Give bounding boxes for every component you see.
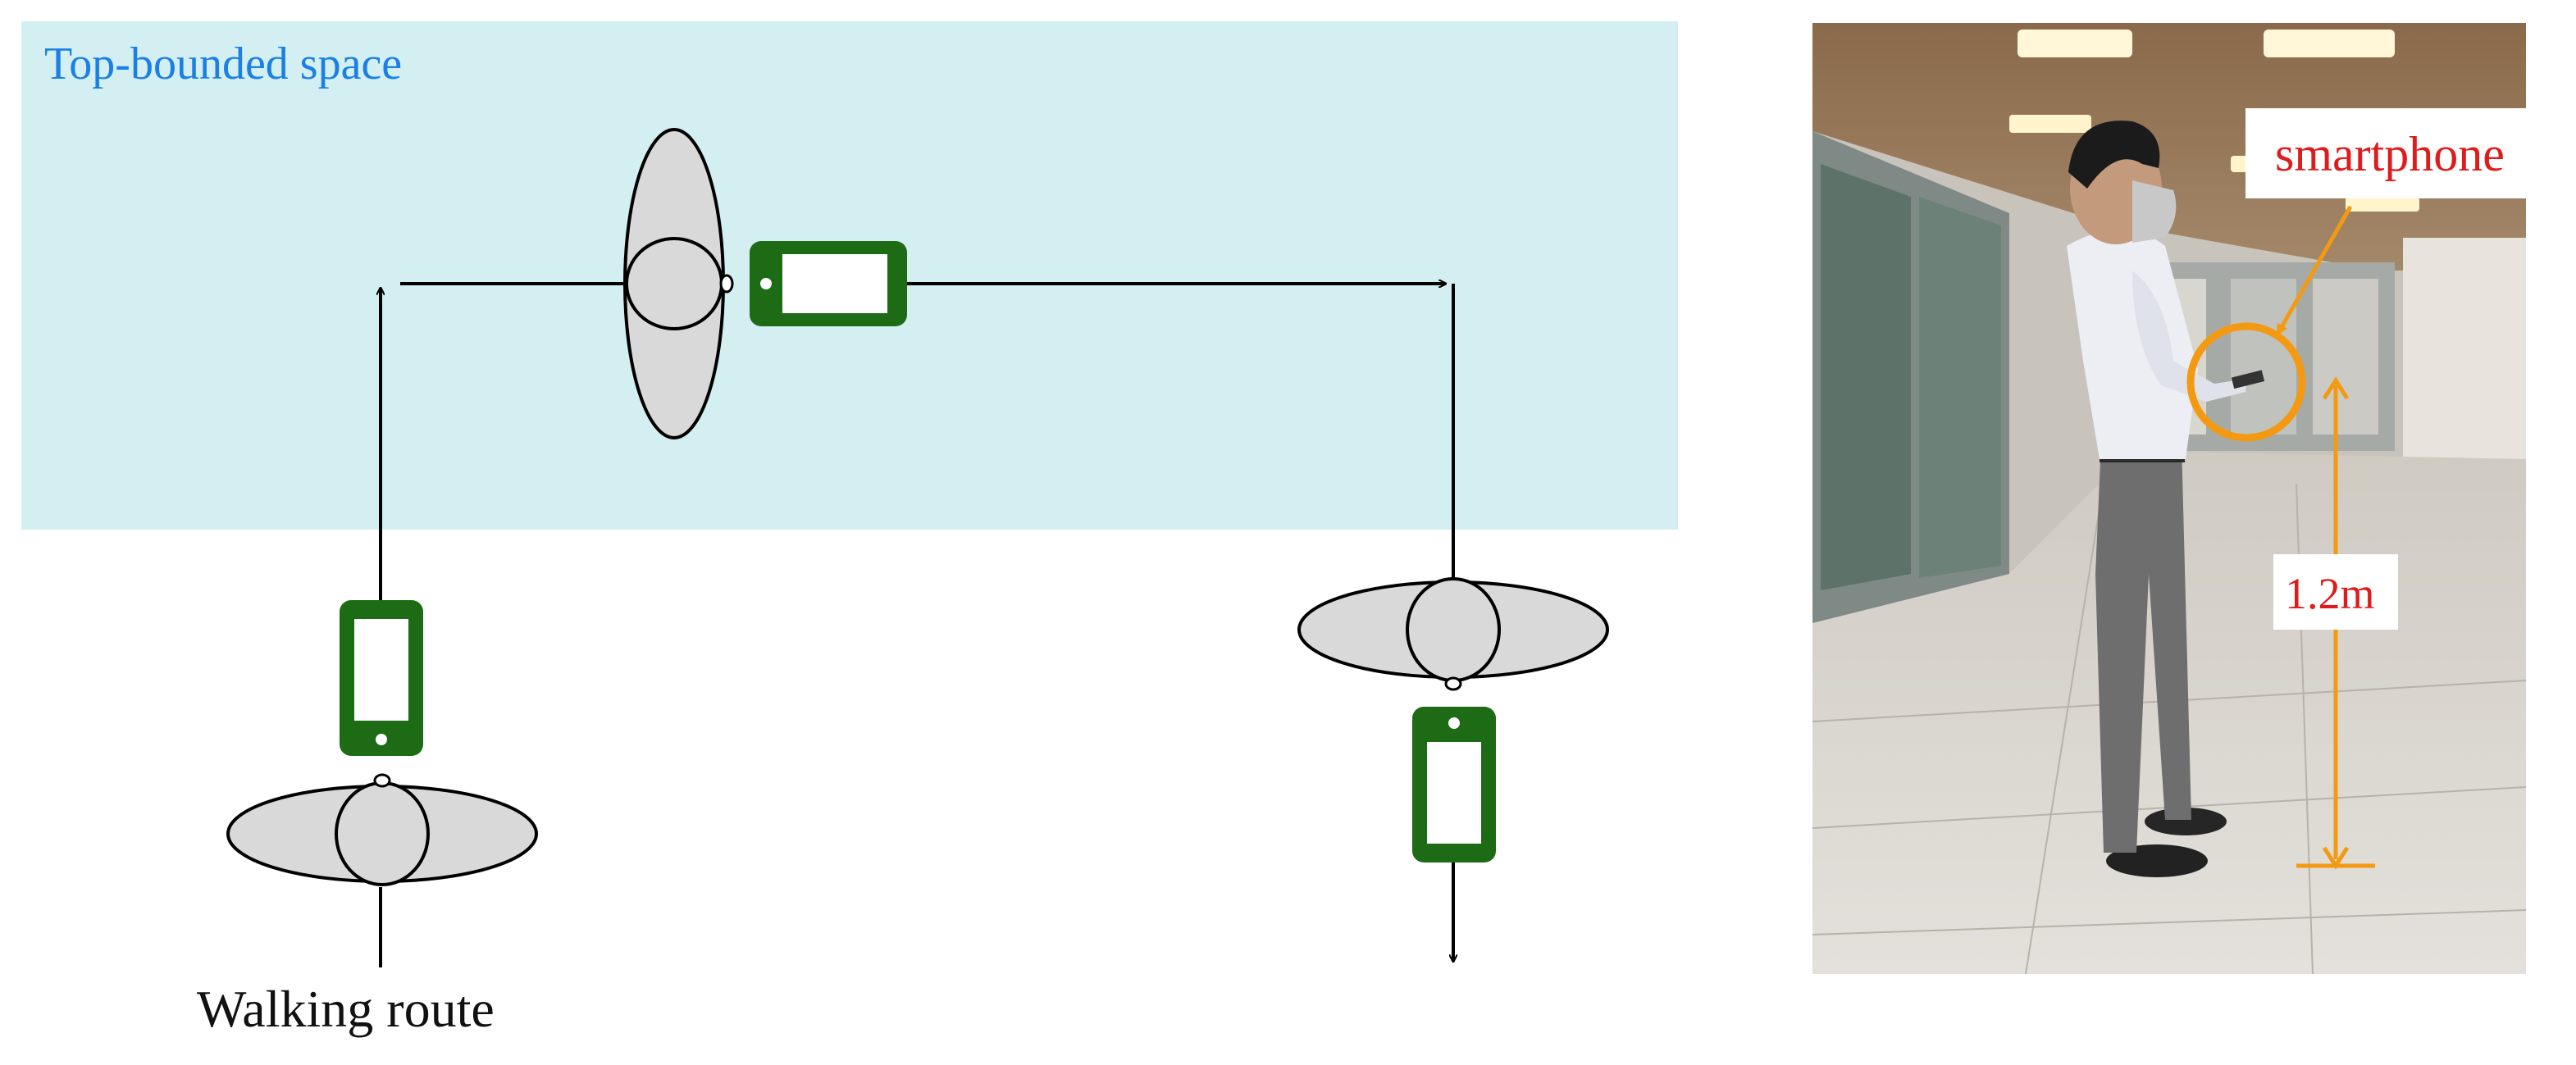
smartphone-label: smartphone — [2275, 127, 2505, 181]
walker-end — [1297, 577, 1609, 862]
smartphone-icon — [1412, 707, 1496, 862]
smartphone-icon — [340, 600, 423, 756]
height-label: 1.2m — [2285, 569, 2375, 618]
walker-nose — [373, 773, 391, 788]
walker-top — [623, 128, 907, 439]
route-diagram: Top-bounded space — [21, 21, 1678, 1038]
region-label: Top-bounded space — [44, 39, 402, 89]
smartphone-icon — [750, 241, 907, 326]
walker-head — [335, 781, 430, 886]
walker-nose — [719, 274, 734, 294]
walker-head — [625, 237, 723, 330]
walker-head — [1406, 577, 1501, 682]
person — [2067, 121, 2265, 877]
smartphone-pointer — [2276, 205, 2353, 336]
pillar — [2403, 238, 2526, 476]
walker-start — [226, 600, 538, 886]
smartphone-highlight-circle — [2186, 322, 2306, 442]
height-label-box: 1.2m — [2273, 554, 2398, 630]
smartphone-marker — [2186, 205, 2353, 442]
smartphone-label-box: smartphone — [2245, 108, 2569, 198]
route-label: Walking route — [197, 980, 495, 1038]
walker-nose — [1444, 676, 1462, 691]
photo-panel: smartphone 1.2m — [1812, 23, 2569, 974]
